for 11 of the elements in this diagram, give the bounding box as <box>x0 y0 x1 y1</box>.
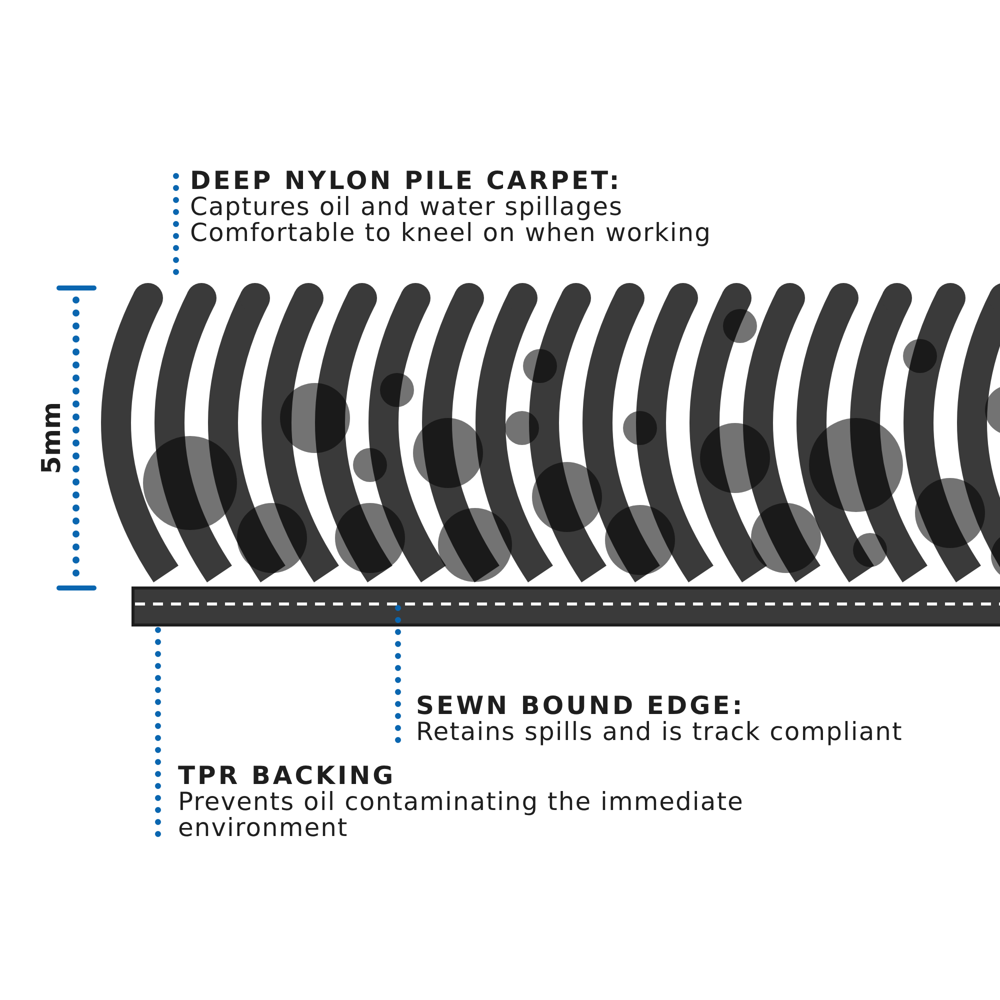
leader-line <box>395 603 401 743</box>
callout-heading: SEWN BOUND EDGE: <box>416 693 745 719</box>
callout-text: Retains spills and is track compliant <box>416 719 903 745</box>
dimension-label: 5mm <box>37 402 68 474</box>
callout-heading: DEEP NYLON PILE CARPET: <box>190 168 622 194</box>
carpet-pile-drawing <box>101 283 1000 582</box>
callout-heading: TPR BACKING <box>178 763 396 789</box>
callout-text: Captures oil and water spillages <box>190 194 623 220</box>
callout-text: Comfortable to kneel on when working <box>190 220 712 246</box>
callout-text: Prevents oil contaminating the immediate environment <box>178 789 745 841</box>
stitch-line <box>135 602 1000 606</box>
